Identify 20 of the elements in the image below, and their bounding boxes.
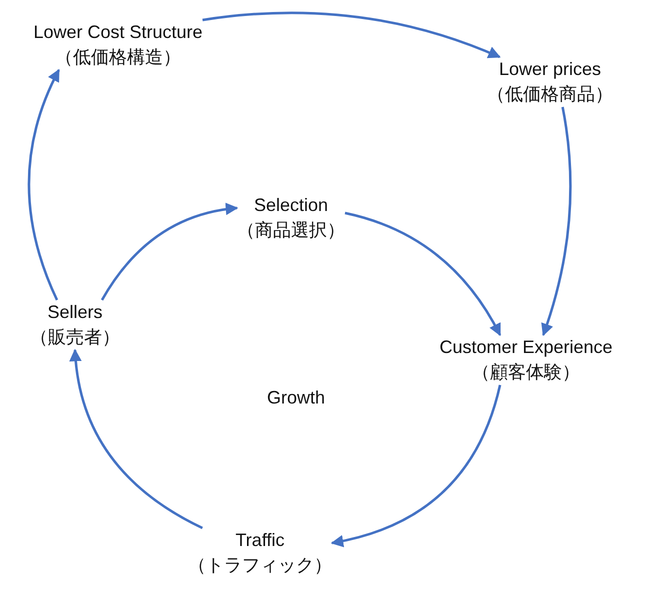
curved-arrow <box>28 68 60 300</box>
node-subtitle: （顧客体験） <box>472 361 580 384</box>
node-subtitle: （商品選択） <box>237 219 345 242</box>
node-title: Lower prices <box>498 58 602 81</box>
node-subtitle: （低価格構造） <box>55 46 181 69</box>
node-subtitle: （トラフィック） <box>188 554 332 577</box>
curved-arrow <box>344 212 502 336</box>
node-title: Customer Experience <box>439 336 613 359</box>
curved-arrow <box>70 348 203 530</box>
node-title: Traffic <box>235 529 284 552</box>
node-title: Lower Cost Structure <box>33 21 203 44</box>
node-subtitle: （低価格商品） <box>487 83 613 106</box>
curved-arrow <box>330 384 502 547</box>
curved-arrow <box>202 12 501 58</box>
curved-arrow <box>100 203 238 301</box>
node-title: Sellers <box>47 301 103 324</box>
curved-arrow <box>541 106 572 336</box>
node-subtitle: （販売者） <box>30 326 120 349</box>
center-label: Growth <box>266 388 326 408</box>
node-title: Selection <box>254 194 328 217</box>
